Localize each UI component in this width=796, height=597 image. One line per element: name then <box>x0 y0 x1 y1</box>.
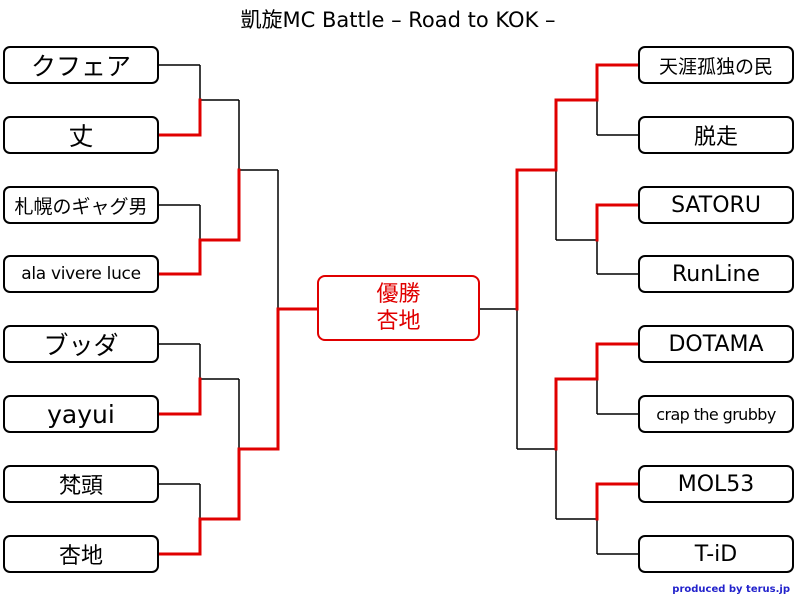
entrant-right-7: MOL53 <box>638 465 794 503</box>
entrant-left-1: クフェア <box>3 46 159 84</box>
entrant-right-5: DOTAMA <box>638 325 794 363</box>
entrant-right-2: 脱走 <box>638 116 794 154</box>
entrant-left-7: 梵頭 <box>3 465 159 503</box>
entrant-right-8: T-iD <box>638 535 794 573</box>
footer-credit: produced by terus.jp <box>672 584 790 595</box>
entrant-left-3: 札幌のギャグ男 <box>3 186 159 224</box>
champion-label: 優勝 <box>376 282 421 307</box>
entrant-left-4: ala vivere luce <box>3 255 159 293</box>
entrant-left-5: ブッダ <box>3 325 159 363</box>
entrant-right-3: SATORU <box>638 186 794 224</box>
entrant-left-8: 杏地 <box>3 535 159 573</box>
entrant-right-4: RunLine <box>638 255 794 293</box>
entrant-right-1: 天涯孤独の民 <box>638 46 794 84</box>
champion-box: 優勝 杏地 <box>317 275 480 341</box>
entrant-right-6: crap the grubby <box>638 395 794 433</box>
champion-name: 杏地 <box>376 309 421 334</box>
bracket-title: 凱旋MC Battle – Road to KOK – <box>240 8 556 32</box>
entrant-left-2: 丈 <box>3 116 159 154</box>
entrant-left-6: yayui <box>3 395 159 433</box>
